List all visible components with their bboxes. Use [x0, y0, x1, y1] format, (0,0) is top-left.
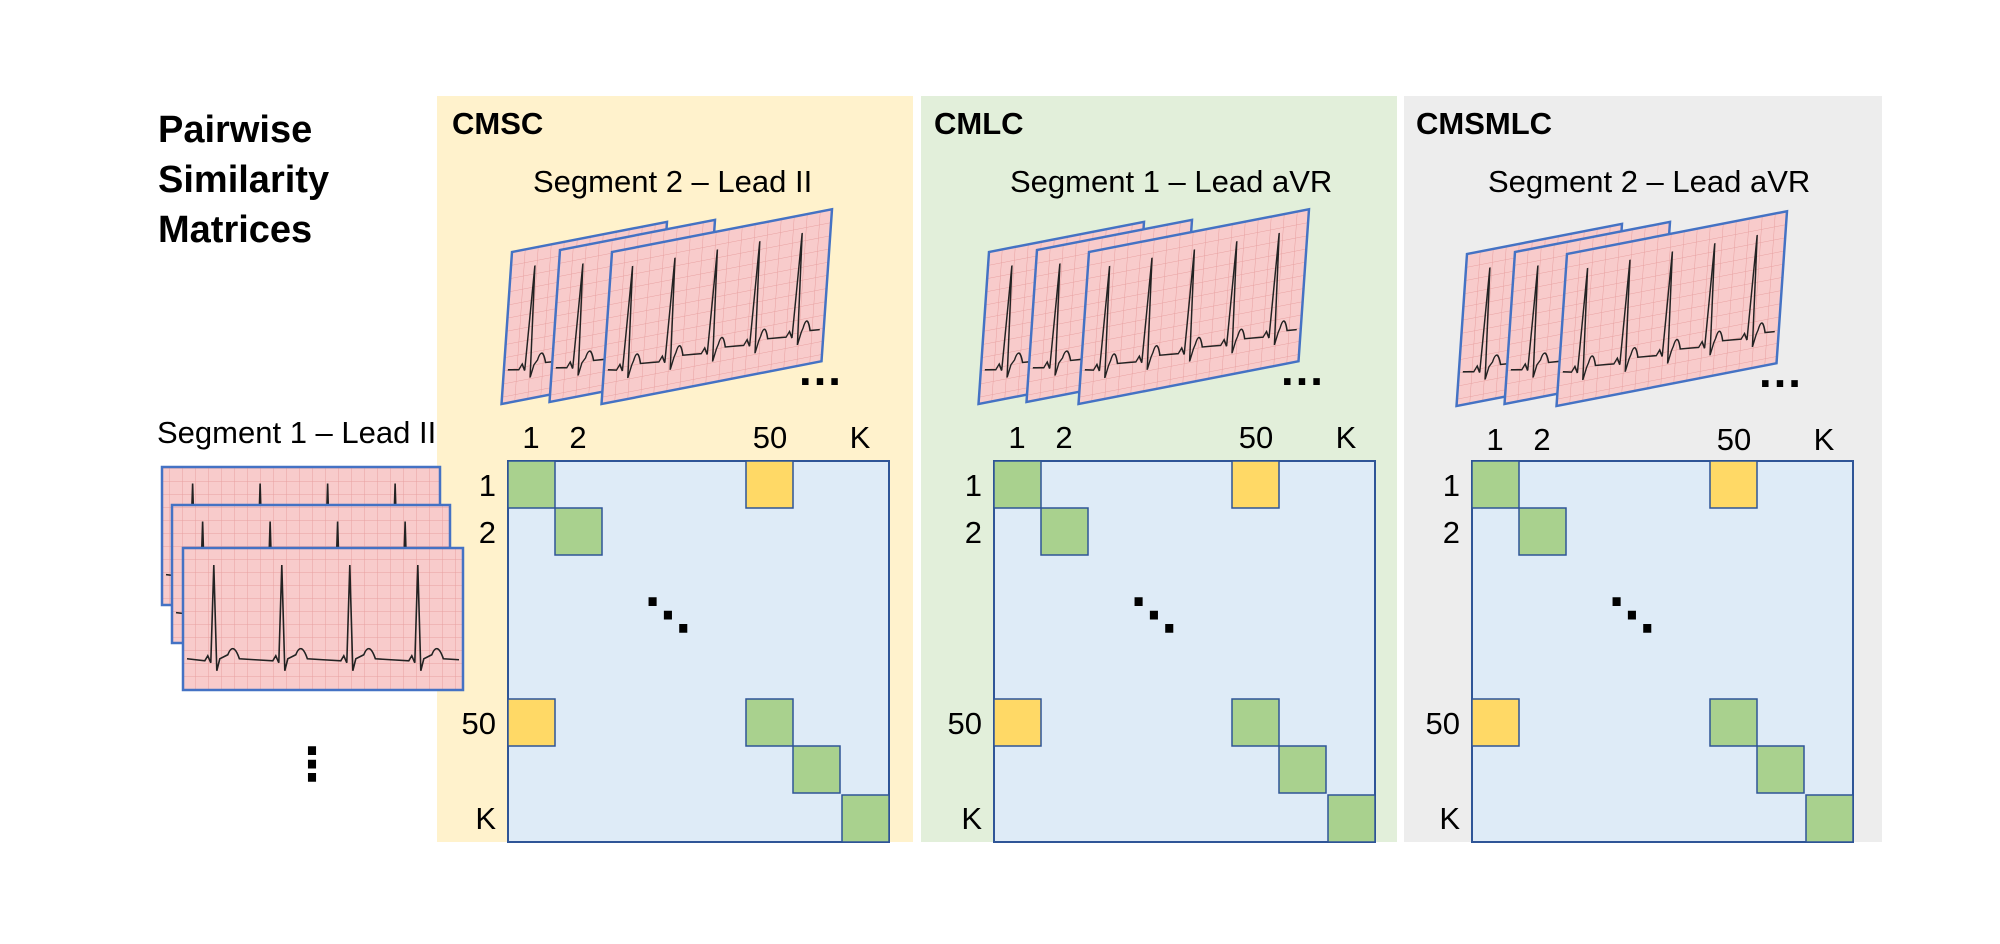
matrix-column-tick: 50	[753, 420, 787, 455]
matrix-row-tick: 2	[1443, 515, 1460, 550]
matrix-diagonal-cell	[1327, 794, 1376, 843]
panel-0-tilted-ecg-card-3	[600, 207, 834, 406]
title-line-3: Matrices	[158, 209, 312, 251]
matrix-diagonal-ellipsis: ⋱	[1131, 589, 1177, 641]
left-ecg-stack	[160, 465, 465, 692]
panel-2-tilted-ecg-card-3-trace	[1562, 234, 1775, 381]
left-ecg-card-3-paper	[181, 546, 465, 692]
matrix-column-tick: 50	[1239, 420, 1273, 455]
matrix-diagonal-cell	[1278, 745, 1327, 794]
panel-2-tilted-ecg-card-3-paper	[1555, 209, 1789, 408]
matrix-diagonal-cell	[507, 460, 556, 509]
matrix-column-tick: 2	[569, 420, 586, 455]
matrix-column-tick: 50	[1717, 422, 1751, 457]
panel-0-tilted-ecg-card-3-trace	[607, 232, 820, 379]
panel-0-tilted-ecg-card-3-paper	[600, 207, 834, 406]
panel-label-cmlc: CMLC	[934, 106, 1024, 141]
matrix-row-tick: 1	[479, 468, 496, 503]
matrix-offdiagonal-cell	[1231, 460, 1280, 509]
matrix-row-tick: K	[961, 801, 982, 836]
panel-cmlc-segment-label: Segment 1 – Lead aVR	[1010, 164, 1332, 199]
left-ecg-card-3	[181, 546, 465, 692]
matrix-diagonal-cell	[1756, 745, 1805, 794]
panel-1-tilted-ecg-card-3	[1077, 207, 1311, 406]
title-line-2: Similarity	[158, 159, 329, 201]
panel-cmsmlc-segment-label: Segment 2 – Lead aVR	[1488, 164, 1810, 199]
matrix-column-tick: K	[1814, 422, 1835, 457]
title-line-1: Pairwise	[158, 109, 312, 151]
panel-cmlc-ecg-stack	[977, 207, 1311, 406]
matrix-diagonal-cell	[1805, 794, 1854, 843]
matrix-row-tick: 50	[1426, 706, 1460, 741]
matrix-row-tick: 2	[965, 515, 982, 550]
matrix-row-tick: 50	[948, 706, 982, 741]
matrix-row-tick: K	[475, 801, 496, 836]
matrix-diagonal-cell	[1709, 698, 1758, 747]
matrix-row-tick: 1	[965, 468, 982, 503]
left-segment-label: Segment 1 – Lead II	[157, 415, 436, 450]
matrix-column-tick: K	[1336, 420, 1357, 455]
panel-label-cmsc: CMSC	[452, 106, 543, 141]
panel-cmsc-ecg-stack	[500, 207, 834, 406]
matrix-offdiagonal-cell	[1709, 460, 1758, 509]
matrix-offdiagonal-cell	[993, 698, 1042, 747]
matrix-diagonal-ellipsis: ⋱	[645, 589, 691, 641]
panel-1-tilted-ecg-card-3-paper	[1077, 207, 1311, 406]
matrix-column-tick: 1	[1008, 420, 1025, 455]
matrix-diagonal-cell	[1040, 507, 1089, 556]
matrix-offdiagonal-cell	[1471, 698, 1520, 747]
left-vertical-ellipsis: ⋮	[289, 738, 335, 790]
matrix-column-tick: K	[850, 420, 871, 455]
matrix-diagonal-cell	[841, 794, 890, 843]
matrix-row-tick: K	[1439, 801, 1460, 836]
matrix-diagonal-cell	[1231, 698, 1280, 747]
panel-label-cmsmlc: CMSMLC	[1416, 106, 1552, 141]
matrix-diagonal-ellipsis: ⋱	[1609, 589, 1655, 641]
left-ecg-card-3-trace	[186, 565, 460, 671]
matrix-column-tick: 1	[522, 420, 539, 455]
matrix-column-tick: 2	[1533, 422, 1550, 457]
matrix-diagonal-cell	[745, 698, 794, 747]
matrix-row-tick: 2	[479, 515, 496, 550]
panel-1-tilted-ecg-card-3-trace	[1084, 232, 1297, 379]
matrix-diagonal-cell	[1518, 507, 1567, 556]
matrix-diagonal-cell	[993, 460, 1042, 509]
matrix-offdiagonal-cell	[507, 698, 556, 747]
panel-cmlc-stack-ellipsis: …	[1279, 343, 1325, 395]
panel-cmsc-segment-label: Segment 2 – Lead II	[533, 164, 812, 199]
panel-cmsc-stack-ellipsis: …	[797, 343, 843, 395]
matrix-offdiagonal-cell	[745, 460, 794, 509]
panel-cmsmlc-ecg-stack	[1455, 209, 1789, 408]
matrix-column-tick: 1	[1486, 422, 1503, 457]
matrix-diagonal-cell	[554, 507, 603, 556]
panel-2-tilted-ecg-card-3	[1555, 209, 1789, 408]
panel-cmsmlc-stack-ellipsis: …	[1757, 345, 1803, 397]
matrix-row-tick: 1	[1443, 468, 1460, 503]
diagram-title: Pairwise Similarity Matrices	[158, 109, 329, 251]
matrix-diagonal-cell	[1471, 460, 1520, 509]
matrix-diagonal-cell	[792, 745, 841, 794]
matrix-row-tick: 50	[462, 706, 496, 741]
matrix-column-tick: 2	[1055, 420, 1072, 455]
